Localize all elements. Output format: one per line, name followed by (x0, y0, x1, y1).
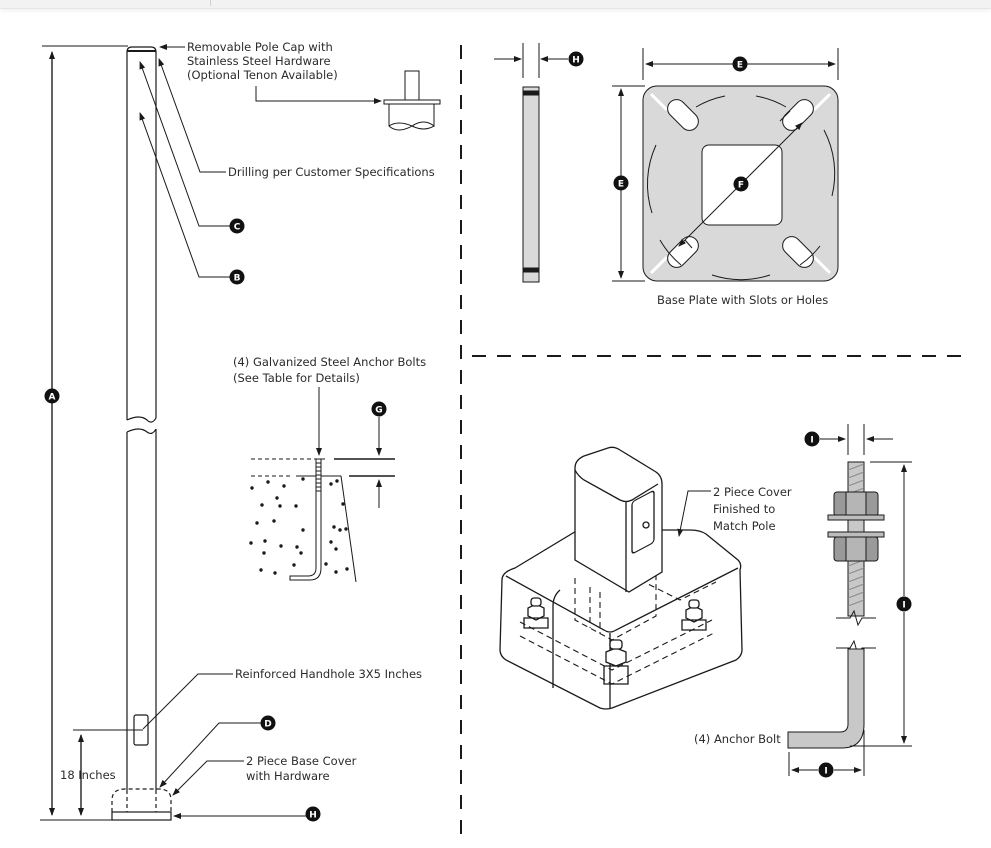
svg-text:I: I (824, 767, 827, 777)
anchor-bolt-detail (787, 424, 912, 776)
plate-side-view (494, 43, 568, 283)
callout-B-leader (139, 112, 230, 278)
callout-D: D (260, 715, 276, 731)
svg-text:I: I (810, 436, 813, 446)
svg-text:C: C (234, 223, 241, 233)
callout-F: F (733, 176, 749, 192)
anchor-bolts-label-line-2: (See Table for Details) (233, 371, 360, 385)
top-bar-divider (210, 0, 211, 6)
callout-I-length: I (896, 596, 912, 612)
base-cover-label-line-1: 2 Piece Base Cover (246, 754, 357, 768)
anchor-bolt-label: (4) Anchor Bolt (694, 732, 781, 746)
tenon-detail (255, 70, 441, 131)
iso-cover-label-line-2: Finished to (713, 502, 775, 516)
callout-E-top: E (732, 56, 748, 72)
base-cover-label-line-2: with Hardware (246, 769, 330, 783)
base-plate-caption: Base Plate with Slots or Holes (657, 293, 828, 307)
iso-base-cover (499, 446, 743, 710)
callout-I-diameter: I (804, 431, 820, 447)
drilling-leader (158, 58, 226, 173)
viewer-top-bar (0, 0, 991, 9)
svg-text:H: H (309, 811, 317, 821)
handhole-leader (142, 673, 233, 730)
base-cover-leader (172, 760, 244, 796)
callout-I-hook: I (818, 762, 834, 778)
drilling-label: Drilling per Customer Specifications (228, 165, 435, 179)
callout-C-leader (139, 61, 230, 227)
anchor-section (251, 387, 395, 583)
cap-label-line-3: (Optional Tenon Available) (187, 68, 338, 82)
callout-D-leader (159, 722, 261, 788)
anchor-bolts-label-line-1: (4) Galvanized Steel Anchor Bolts (233, 355, 426, 369)
svg-text:I: I (902, 601, 905, 611)
callout-G: G (371, 401, 387, 417)
handhole-label: Reinforced Handhole 3X5 Inches (235, 667, 422, 681)
callout-H-plate: H (568, 51, 584, 67)
cap-label-line-1: Removable Pole Cap with (187, 40, 333, 54)
callout-B: B (229, 269, 245, 285)
cap-label-line-2: Stainless Steel Hardware (187, 54, 331, 68)
svg-text:E: E (618, 180, 624, 190)
callout-E-side: E (613, 175, 629, 191)
svg-text:E: E (737, 61, 743, 71)
svg-text:A: A (49, 393, 56, 403)
pole-elevation (40, 45, 172, 821)
svg-text:B: B (234, 274, 241, 284)
svg-text:G: G (375, 406, 382, 416)
iso-cover-label-line-1: 2 Piece Cover (713, 485, 792, 499)
handhole-height-label: 18 Inches (60, 768, 116, 782)
svg-text:H: H (572, 56, 580, 66)
callout-C: C (229, 218, 245, 234)
svg-text:F: F (738, 181, 744, 191)
iso-cover-leader (677, 490, 711, 537)
callout-A: A (44, 388, 60, 404)
iso-cover-label-line-3: Match Pole (713, 519, 776, 533)
callout-H-pole: H (305, 806, 321, 822)
svg-text:D: D (264, 720, 271, 730)
plate-top-view (612, 48, 839, 282)
concrete-aggregate-dots (249, 477, 349, 575)
